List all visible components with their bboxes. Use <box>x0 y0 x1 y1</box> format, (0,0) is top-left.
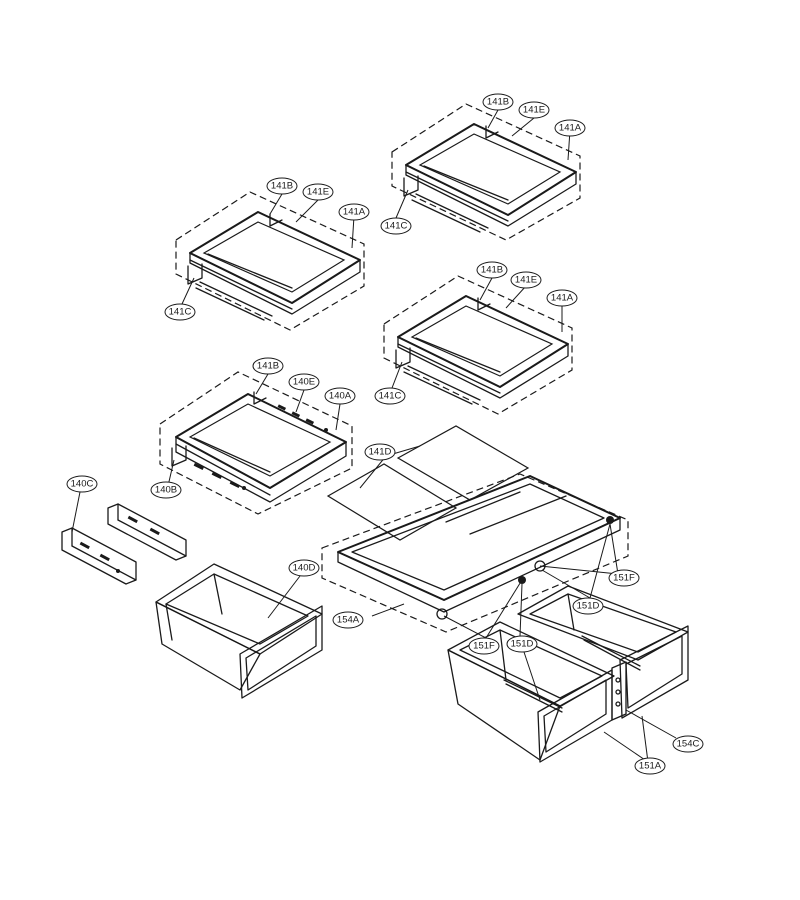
leader-lines <box>71 109 677 763</box>
svg-text:141C: 141C <box>385 221 408 232</box>
label-141A-middle-right: 141A <box>546 289 578 307</box>
svg-text:140C: 140C <box>71 479 94 490</box>
glass-panels-141D <box>326 425 530 541</box>
label-141E-top-right: 141E <box>518 101 550 119</box>
label-141E-upper-left: 141E <box>302 183 334 201</box>
svg-text:141A: 141A <box>343 207 366 218</box>
svg-text:141B: 141B <box>257 361 279 372</box>
label-154A: 154A <box>332 611 364 629</box>
label-140D: 140D <box>288 559 320 577</box>
label-141C-middle-right: 141C <box>374 387 406 405</box>
svg-text:140D: 140D <box>293 563 316 574</box>
label-141C-top-right: 141C <box>380 217 412 235</box>
svg-text:141B: 141B <box>481 265 503 276</box>
label-151D-right: 151D <box>572 597 604 615</box>
label-140E: 140E <box>288 373 320 391</box>
svg-text:141E: 141E <box>515 275 537 286</box>
svg-text:154A: 154A <box>337 615 360 626</box>
label-140A: 140A <box>324 387 356 405</box>
label-140B: 140B <box>150 481 182 499</box>
label-141A-top-right: 141A <box>554 119 586 137</box>
label-151A: 151A <box>634 757 666 775</box>
label-141B-upper-left: 141B <box>266 177 298 195</box>
svg-text:151F: 151F <box>473 641 495 652</box>
shelf-assembly-upper-left <box>175 191 365 331</box>
svg-text:141C: 141C <box>379 391 402 402</box>
part-labels: 141B 141E 141A 141C 141B 141E 141A 141C … <box>66 93 704 775</box>
drawer-140D <box>155 563 323 699</box>
svg-text:141E: 141E <box>523 105 545 116</box>
label-141B-middle-right: 141B <box>476 261 508 279</box>
label-141E-middle-right: 141E <box>510 271 542 289</box>
label-141B-top-right: 141B <box>482 93 514 111</box>
label-151D-left: 151D <box>506 635 538 653</box>
shelf-assembly-lower-left <box>159 371 353 515</box>
svg-text:141B: 141B <box>487 97 509 108</box>
svg-text:154C: 154C <box>677 739 700 750</box>
label-140C: 140C <box>66 475 98 493</box>
svg-text:141A: 141A <box>559 123 582 134</box>
label-154C: 154C <box>672 735 704 753</box>
svg-text:151D: 151D <box>577 601 600 612</box>
label-141B-lower-left: 141B <box>252 357 284 375</box>
svg-text:141C: 141C <box>169 307 192 318</box>
svg-text:141D: 141D <box>369 447 392 458</box>
shelf-assembly-top-right <box>391 103 581 241</box>
label-141C-upper-left: 141C <box>164 303 196 321</box>
svg-text:140B: 140B <box>155 485 177 496</box>
frame-154A <box>321 473 629 633</box>
label-141D: 141D <box>364 443 396 461</box>
svg-text:141E: 141E <box>307 187 329 198</box>
label-151F-right: 151F <box>608 569 640 587</box>
svg-text:141B: 141B <box>271 181 293 192</box>
label-151F-left: 151F <box>468 637 500 655</box>
svg-text:151A: 151A <box>639 761 662 772</box>
bracket-140C <box>61 503 187 585</box>
svg-text:141A: 141A <box>551 293 574 304</box>
svg-text:151F: 151F <box>613 573 635 584</box>
svg-text:151D: 151D <box>511 639 534 650</box>
svg-text:140E: 140E <box>293 377 315 388</box>
svg-text:140A: 140A <box>329 391 352 402</box>
drawer-right-151 <box>517 585 689 719</box>
label-141A-upper-left: 141A <box>338 203 370 221</box>
shelf-assembly-middle-right <box>383 275 573 415</box>
